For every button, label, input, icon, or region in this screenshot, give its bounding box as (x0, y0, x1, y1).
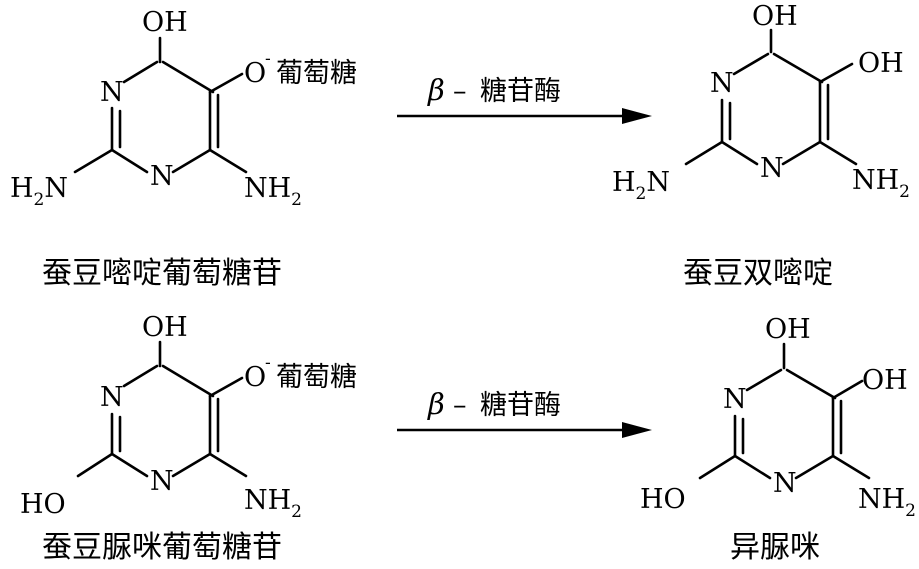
reactant-1-structure: OH N N O - 葡萄糖 H2N NH2 (10, 7, 357, 210)
enzyme-label: 糖苷酶 (480, 390, 561, 421)
bond-n1-c2 (733, 454, 772, 480)
reaction-arrow-2: β – 糖苷酶 (397, 387, 652, 438)
bond-c5-oh (818, 62, 854, 84)
reactant-2-name: 蚕豆脲咪葡萄糖苷 (42, 530, 282, 565)
bond-n3-c4 (745, 368, 783, 392)
bond-c6-nh2 (831, 454, 871, 480)
bond-n3-c4 (732, 52, 770, 76)
ring-n-lower: N (773, 468, 797, 499)
bond-c6-n1 (171, 148, 212, 174)
bond-n1-c2 (110, 148, 149, 174)
nh2-label: NH2 (858, 484, 916, 521)
minus-sign: - (265, 353, 271, 373)
bond-c2-oh (76, 452, 114, 478)
product-2-name: 异脲咪 (730, 530, 820, 565)
enzyme-dash: – (453, 390, 467, 421)
bond-c6-nh2 (208, 148, 248, 174)
ho-label: HO (20, 489, 66, 520)
beta-symbol: β (427, 387, 445, 421)
bond-c4-c5 (161, 364, 215, 398)
bond-c6-n1 (171, 452, 212, 478)
bond-n1-c2 (110, 452, 149, 478)
ring-n-upper: N (710, 68, 734, 99)
nh2-label: NH2 (244, 485, 302, 522)
oh-right-label: OH (858, 48, 904, 79)
oh-top-label: OH (142, 7, 188, 38)
enzyme-dash: – (453, 76, 467, 107)
bond-c6-nh2 (208, 452, 248, 478)
ring-n-upper: N (100, 77, 124, 108)
arrow-head (622, 422, 652, 438)
enzyme-label: 糖苷酶 (480, 76, 561, 107)
bond-c6-n1 (781, 140, 822, 166)
glucose-label: 葡萄糖 (276, 362, 357, 393)
oh-top-label: OH (765, 314, 811, 345)
oh-right-label: OH (862, 365, 908, 396)
h2n-label: H2N (612, 167, 670, 204)
minus-sign: - (265, 49, 271, 69)
reaction-arrow-1: β – 糖苷酶 (397, 73, 652, 124)
ho-label: HO (640, 484, 686, 515)
bond-c5-o (208, 376, 244, 398)
oh-top-label: OH (752, 1, 798, 32)
bond-c4-c5 (161, 60, 215, 94)
nh2-label: NH2 (244, 173, 302, 210)
product-2-structure: OH OH N N HO NH2 (640, 314, 916, 521)
bond-c6-n1 (794, 454, 835, 480)
nh2-label: NH2 (852, 165, 910, 202)
bond-c6-nh2 (818, 140, 858, 166)
bond-c5-oh (831, 379, 864, 400)
bond-c4-c5 (785, 368, 837, 400)
ring-n-lower: N (150, 466, 174, 497)
o-minus-label: O (244, 362, 266, 393)
bond-c2-oh (698, 454, 737, 480)
ring-n-upper: N (100, 382, 124, 413)
bond-c4-c5 (772, 52, 824, 84)
bond-n3-c4 (122, 60, 159, 84)
glucose-label: 葡萄糖 (276, 58, 357, 89)
oh-top-label: OH (142, 312, 188, 343)
product-1-structure: OH OH N N H2N NH2 (612, 1, 910, 204)
h2n-label: H2N (10, 173, 68, 210)
bond-n1-c2 (720, 140, 759, 166)
bond-c5-o (208, 72, 244, 94)
ring-n-lower: N (760, 153, 784, 184)
ring-n-upper: N (723, 384, 747, 415)
beta-symbol: β (427, 73, 445, 107)
arrow-head (622, 108, 652, 124)
ring-n-lower: N (150, 161, 174, 192)
o-minus-label: O (244, 58, 266, 89)
product-1-name: 蚕豆双嘧啶 (683, 256, 833, 291)
reactant-1-name: 蚕豆嘧啶葡萄糖苷 (42, 256, 282, 291)
bond-c2-nh2 (684, 140, 724, 166)
bond-c2-nh2 (73, 148, 114, 174)
reactant-2-structure: OH N N O - 葡萄糖 HO NH2 (20, 312, 357, 522)
bond-n3-c4 (122, 364, 159, 388)
